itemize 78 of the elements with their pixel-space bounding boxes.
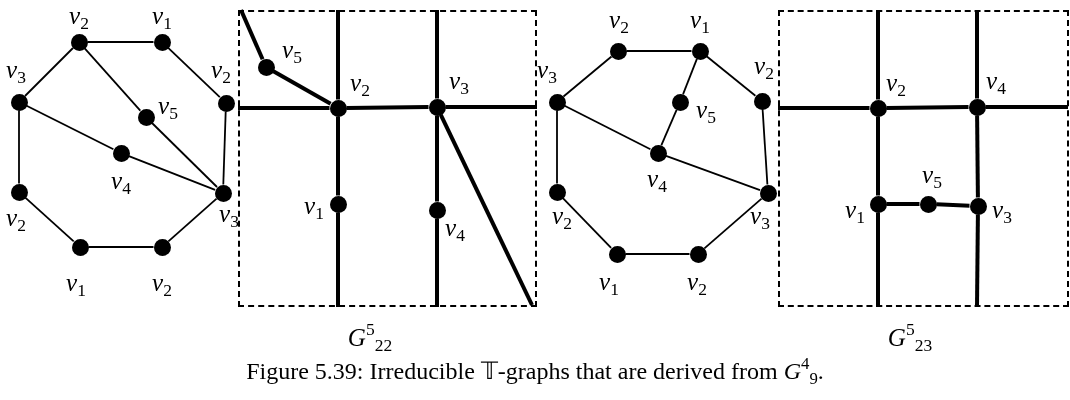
graph-edge (625, 50, 693, 52)
vertex-label: v$_{2}$ (69, 3, 89, 33)
graph-edge (703, 197, 763, 250)
graph-edge (975, 214, 980, 308)
vertex-label: v$_{3}$ (750, 203, 770, 233)
vertex-label: v$_{5}$ (922, 162, 942, 192)
graph-edge (346, 105, 429, 110)
graph-edge (682, 58, 698, 95)
graph-edge (876, 10, 880, 100)
graph-edge (167, 197, 218, 243)
graph-edge (761, 108, 769, 186)
graph-edge (18, 109, 20, 185)
graph-edge (86, 41, 155, 43)
graph-edge (665, 155, 761, 191)
graph-edge (705, 55, 757, 97)
vertex-label: v$_{2}$ (886, 70, 906, 100)
graph-edge (336, 212, 340, 307)
vertex-label: v$_{2}$ (6, 205, 26, 235)
graph-edge (239, 9, 265, 60)
vertex-label: v$_{1}$ (690, 7, 710, 37)
graph-edge (936, 202, 970, 208)
graph-edge (562, 55, 613, 98)
vertex-label: v$_{5}$ (282, 37, 302, 67)
figure-caption: Figure 5.39: Irreducible 𝕋-graphs that are derived from G$^{4}$$_{9}$. (245, 356, 825, 388)
vertex-label: v$_{2}$ (754, 53, 774, 83)
graph-edge (435, 218, 439, 307)
vertex-label: v$_{3}$ (537, 57, 557, 87)
graph-edge (876, 212, 880, 307)
graph-edge (624, 253, 691, 255)
graph-edge (87, 246, 155, 248)
vertex-label: v$_{4}$ (445, 215, 465, 245)
vertex-label: v$_{2}$ (687, 269, 707, 299)
graph-edge (24, 47, 74, 97)
graph-edge (336, 116, 340, 196)
vertex-label: v$_{4}$ (986, 68, 1006, 98)
graph-edge (876, 116, 880, 196)
graph-edge (272, 69, 332, 106)
graph-edge (435, 10, 439, 99)
vertex-label: v$_{3}$ (219, 201, 239, 231)
graph-edge (563, 104, 652, 151)
vertex-label: v$_{1}$ (66, 270, 86, 300)
vertex-label: v$_{4}$ (647, 166, 667, 196)
vertex-label: v$_{3}$ (6, 57, 26, 87)
vertex-label: v$_{2}$ (609, 7, 629, 37)
vertex-label: v$_{1}$ (152, 3, 172, 33)
vertex-label: v$_{5}$ (158, 93, 178, 123)
graph-edge (660, 108, 678, 147)
graph-edge (556, 109, 558, 185)
vertex-label: v$_{3}$ (449, 68, 469, 98)
graph-edge (25, 104, 115, 151)
vertex-label: v$_{4}$ (111, 168, 131, 198)
graph-edge (778, 106, 870, 110)
graph-edge (151, 122, 218, 188)
graph-edge (167, 47, 221, 98)
graph-edge (336, 10, 340, 100)
vertex-label: v$_{2}$ (552, 203, 572, 233)
graph-edge (562, 197, 612, 249)
graph-edge (985, 105, 1068, 109)
graph-edge (128, 155, 216, 191)
vertex-label: v$_{5}$ (696, 97, 716, 127)
vertex-label: v$_{2}$ (211, 57, 231, 87)
vertex-label: v$_{1}$ (304, 193, 324, 223)
graph-edge (975, 115, 980, 198)
vertex-label: v$_{2}$ (350, 70, 370, 100)
graph-edge (24, 196, 75, 243)
graph-edge (886, 202, 920, 206)
graph-edge (83, 47, 142, 112)
graph-edge (445, 105, 537, 109)
vertex-label: v$_{3}$ (992, 197, 1012, 227)
graph-edge (438, 113, 534, 306)
graph-edge (886, 105, 969, 110)
vertex-label: v$_{2}$ (152, 270, 172, 300)
graph-edge (238, 106, 330, 110)
graph-edge (975, 10, 979, 99)
graph-edge (435, 115, 439, 202)
vertex-label: v$_{1}$ (599, 269, 619, 299)
vertex-label: v$_{1}$ (845, 197, 865, 227)
graph-edge (222, 110, 227, 186)
